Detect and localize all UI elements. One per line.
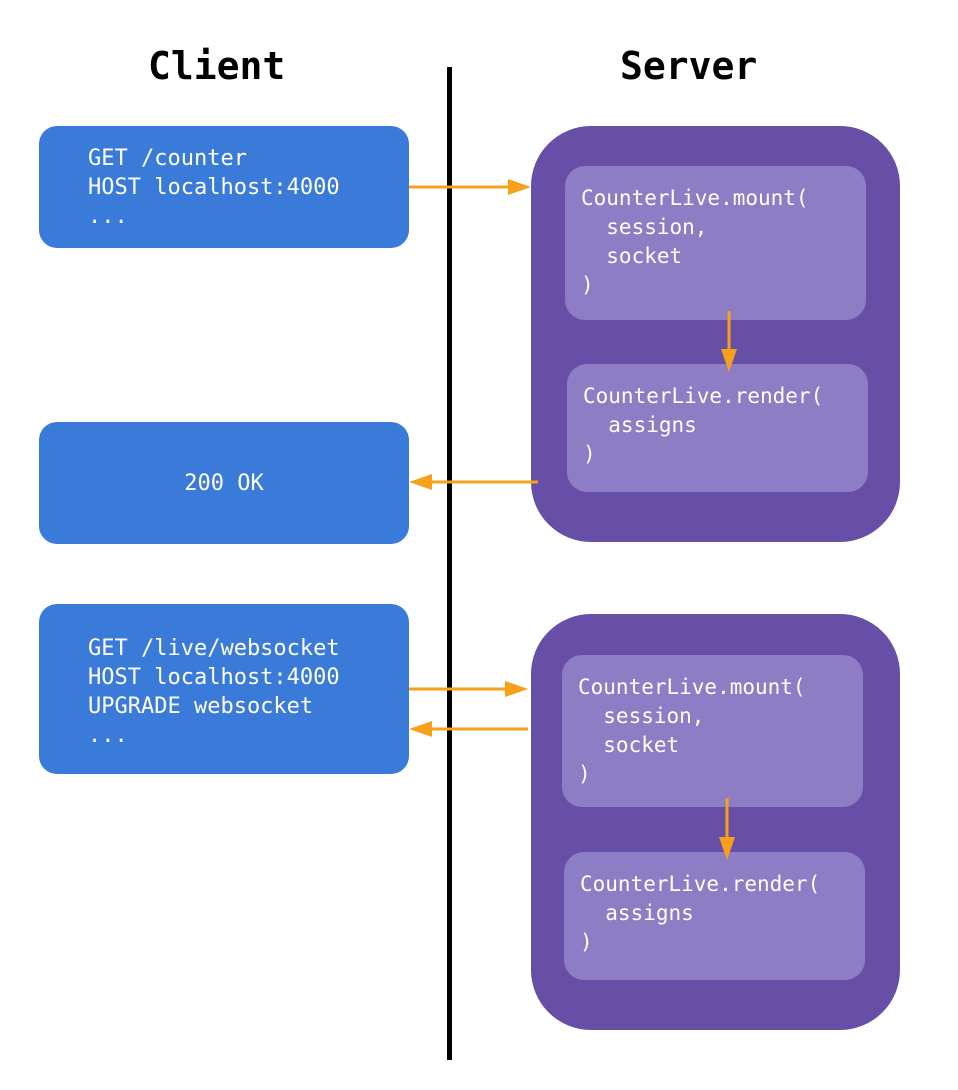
arrow-left-icon [409,721,528,737]
code-line: CounterLive.render( [583,384,824,408]
render-call-box: CounterLive.render( assigns ) [567,364,868,492]
request-line: GET /counter [88,146,247,171]
code-line: assigns [580,901,694,925]
render-call-box: CounterLive.render( assigns ) [564,852,865,980]
arrow-down-icon [721,311,737,372]
arrow-down-icon [719,798,735,860]
code-line: socket [581,244,683,268]
code-line: CounterLive.render( [580,872,821,896]
arrow-right-icon [409,681,528,697]
client-heading: Client [148,44,286,88]
server-heading: Server [620,44,758,88]
code-line: session, [578,704,705,728]
mount-call-box: CounterLive.mount( session, socket ) [562,655,863,807]
code-line: CounterLive.mount( [578,675,806,699]
websocket-request-box: GET /live/websocket HOST localhost:4000 … [39,604,409,774]
client-server-divider [447,67,452,1060]
code-line: ) [583,442,596,466]
request-line: ... [88,204,128,229]
request-line: GET /live/websocket [88,636,340,661]
arrow-left-icon [409,474,538,490]
code-line: ) [581,273,594,297]
arrow-right-icon [409,179,531,195]
request-line: ... [88,723,128,748]
code-line: ) [580,930,593,954]
request-line: UPGRADE websocket [88,694,314,719]
http-response-box: 200 OK [39,422,409,544]
code-line: CounterLive.mount( [581,186,809,210]
http-request-box: GET /counter HOST localhost:4000 ... [39,126,409,248]
mount-call-box: CounterLive.mount( session, socket ) [565,166,866,320]
code-line: ) [578,762,591,786]
response-status: 200 OK [184,470,264,496]
code-line: session, [581,215,708,239]
request-line: HOST localhost:4000 [88,665,340,690]
request-line: HOST localhost:4000 [88,175,340,200]
code-line: assigns [583,413,697,437]
code-line: socket [578,733,680,757]
